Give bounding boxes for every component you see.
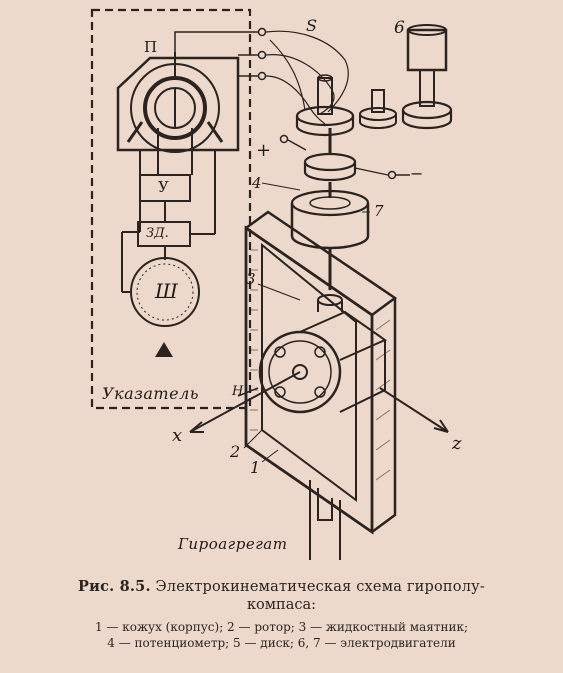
label-sh: Ш: [155, 279, 178, 303]
gyrocompass-diagram: [90, 8, 453, 560]
gyro-unit-label: Гироагрегат: [178, 535, 288, 553]
label-2: 2: [230, 442, 241, 461]
label-1: 1: [250, 458, 261, 477]
indicator-label: Указатель: [102, 384, 199, 403]
label-4: 4: [252, 174, 262, 192]
label-x: x: [172, 425, 183, 446]
label-plus: +: [256, 140, 272, 161]
potentiometer-inner-ring: [143, 76, 207, 140]
gear-s: [295, 105, 355, 127]
triangle-marker: [155, 342, 173, 357]
figure-number: Рис. 8.5.: [78, 578, 151, 595]
caption-title-line2: компаса:: [246, 597, 317, 613]
caption-legend-line1: 1 — кожух (корпус); 2 — ротор; 3 — жидко…: [94, 620, 469, 634]
caption-legend-line2: 4 — потенциометр; 5 — диск; 6, 7 — элект…: [107, 636, 456, 650]
label-6: 6: [394, 18, 405, 38]
label-p: П: [144, 38, 158, 56]
label-u: У: [158, 178, 169, 196]
label-3: 3: [246, 270, 256, 288]
label-z: z: [452, 433, 462, 454]
label-minus: −: [410, 164, 424, 183]
label-h: H: [232, 384, 244, 399]
potentiometer-housing: [116, 56, 240, 152]
label-5: S: [306, 16, 317, 35]
caption-title-line1: Электрокинематическая схема гирополу-: [155, 579, 485, 595]
label-zd: ЗД.: [146, 226, 169, 241]
disk-5: [303, 152, 357, 172]
indicator-dashed-frame: [90, 8, 252, 410]
label-7: 7: [374, 202, 384, 220]
caption-title: Рис. 8.5. Электрокинематическая схема ги…: [0, 578, 563, 595]
